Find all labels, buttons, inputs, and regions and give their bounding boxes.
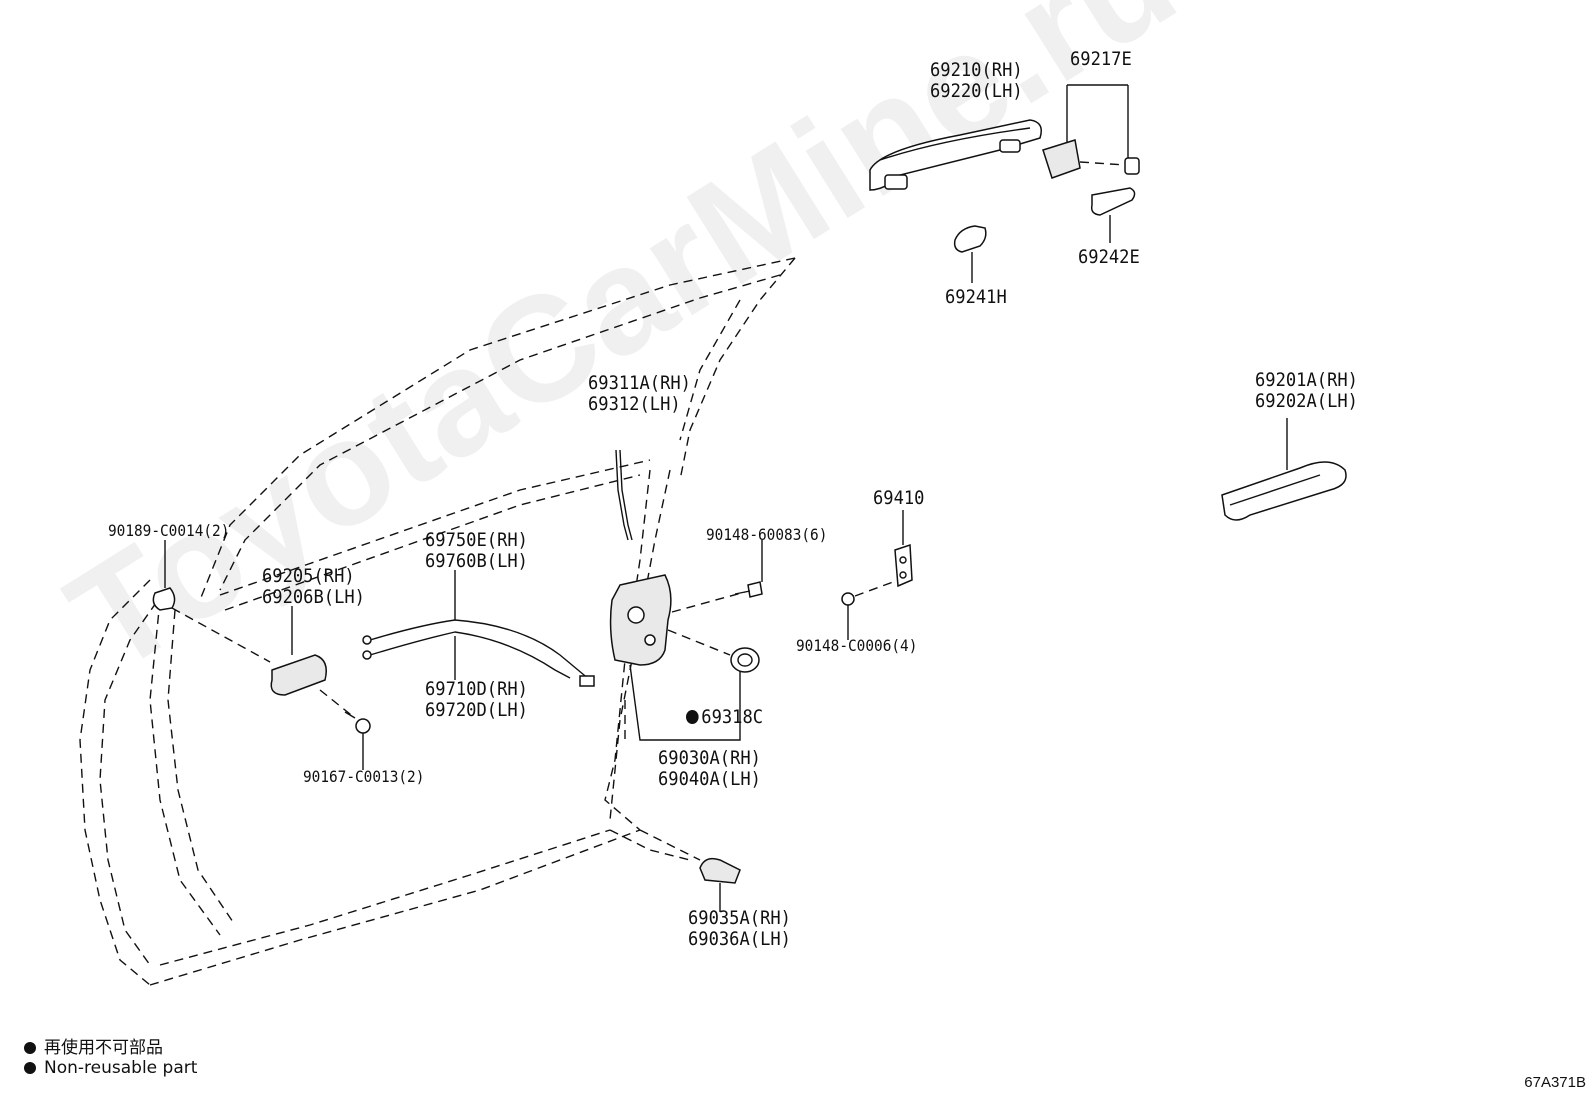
legend-japanese: 再使用不可部品 [24,1033,163,1058]
label-69030a: 69030A(RH) 69040A(LH) [658,748,761,790]
part-number: 69318C [701,706,764,728]
label-69035a: 69035A(RH) 69036A(LH) [688,908,791,950]
part-number: 69205(RH) [262,565,355,587]
part-number: 69036A(LH) [688,928,791,950]
part-number: 69220(LH) [930,80,1023,102]
door-lock-drawing [609,574,741,741]
bullet-icon [24,1062,36,1074]
part-number: 69217E [1070,48,1132,70]
label-90167: 90167-C0013(2) [303,768,424,786]
screw-90148-60083-drawing [671,540,763,613]
label-69710d: 69710D(RH) 69720D(LH) [425,679,528,721]
label-69410: 69410 [873,488,924,509]
label-69201a: 69201A(RH) 69202A(LH) [1255,370,1358,412]
diagram-code: 67A371B [1524,1074,1586,1091]
part-number: 69210(RH) [930,59,1023,81]
part-number: 90189-C0014(2) [108,521,230,540]
striker-drawing [894,510,913,588]
part-number: 69030A(RH) [658,747,761,769]
part-number: 69202A(LH) [1255,390,1358,412]
part-number: 69206B(LH) [262,586,365,608]
part-number: 69242E [1078,246,1140,268]
part-number: 90167-C0013(2) [303,767,425,786]
part-number: 69040A(LH) [658,768,761,790]
label-90189: 90189-C0014(2) [108,522,229,540]
part-number: 69035A(RH) [688,907,791,929]
part-number: 69241H [945,286,1007,308]
label-69241h: 69241H [945,287,1007,308]
outside-handle-drawing [869,119,1042,191]
label-90148-c0006: 90148-C0006(4) [796,637,917,655]
label-69242e: 69242E [1078,247,1140,268]
label-69217e: 69217E [1070,49,1132,70]
part-number: 69760B(LH) [425,550,528,572]
part-number: 90148-C0006(4) [796,636,918,655]
clip-drawing [152,587,176,611]
part-number: 69312(LH) [588,393,681,415]
part-number: 69410 [873,487,925,509]
non-reusable-marker: 69318C [686,707,763,728]
screw-90167-drawing [319,689,371,770]
part-number: 69720D(LH) [425,699,528,721]
part-number: 69750E(RH) [425,529,528,551]
part-number: 69201A(RH) [1255,369,1358,391]
pad-69242e-drawing [1090,187,1136,216]
legend-english: Non-reusable part [24,1058,197,1078]
legend-text: 再使用不可部品 [44,1038,163,1058]
grommet-drawing [730,647,760,673]
lock-cover-drawing [639,829,741,912]
part-number: 90148-60083(6) [706,525,828,544]
screw-90148-c0006-drawing [841,581,894,640]
label-69318c: 69318C [686,707,763,728]
inside-handle-drawing [270,606,327,696]
label-69205: 69205(RH) 69206B(LH) [262,566,365,608]
part-number: 69311A(RH) [588,372,691,394]
bullet-icon [686,710,699,724]
part-number: 69710D(RH) [425,678,528,700]
cable-drawing [362,570,595,687]
label-69311a: 69311A(RH) 69312(LH) [588,373,691,415]
handle-cap-drawing [1042,84,1140,179]
label-69750e: 69750E(RH) 69760B(LH) [425,530,528,572]
door-outline [79,257,796,986]
bullet-icon [24,1042,36,1054]
legend-text: Non-reusable part [44,1058,198,1078]
label-90148-60083: 90148-60083(6) [706,526,827,544]
label-69210: 69210(RH) 69220(LH) [930,60,1023,102]
handle-frame-drawing [1221,418,1347,521]
lock-rod-drawing [619,449,633,541]
pad-69241h-drawing [953,225,987,253]
